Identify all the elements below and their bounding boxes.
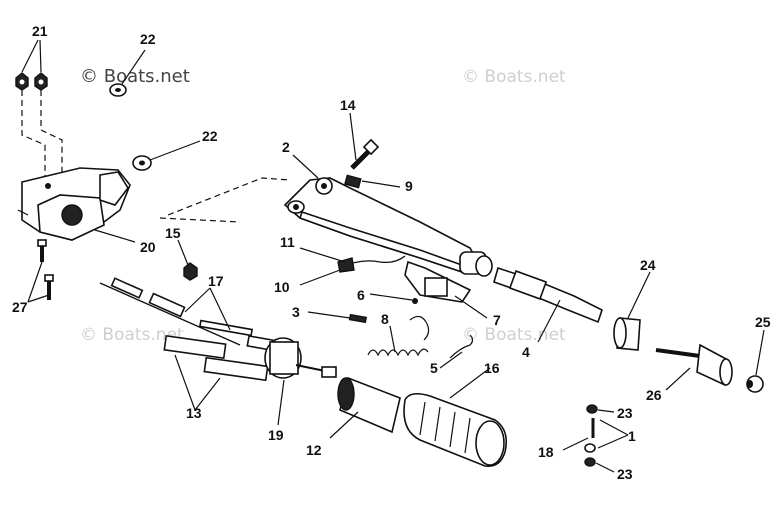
part-bracket-20 xyxy=(17,167,131,241)
watermark: © Boats.net xyxy=(80,325,184,345)
callout-label: 22 xyxy=(202,128,218,144)
callout-label: 2 xyxy=(282,139,290,155)
part-knob-26 xyxy=(655,343,733,387)
leader-lines xyxy=(21,39,765,473)
part-cap-25 xyxy=(746,375,764,393)
part-screw-27 xyxy=(37,239,54,300)
callout-label: 18 xyxy=(538,444,554,460)
callout-label: 23 xyxy=(617,405,633,421)
callout-label: 9 xyxy=(405,178,413,194)
watermark: © Boats.net xyxy=(462,67,566,87)
part-core-19 xyxy=(264,337,337,379)
part-shaft-4 xyxy=(493,266,603,324)
part-nut-15 xyxy=(183,262,198,281)
callout-label: 26 xyxy=(646,387,662,403)
callout-label: 8 xyxy=(381,311,389,327)
callout-label: 21 xyxy=(32,23,48,39)
part-tube-13 xyxy=(163,334,269,382)
callout-label: 13 xyxy=(186,405,202,421)
part-pin-3 xyxy=(348,313,368,324)
part-insert-12 xyxy=(337,376,401,434)
watermark: © Boats.net xyxy=(80,66,190,87)
callout-label: 25 xyxy=(755,314,771,330)
watermark: © Boats.net xyxy=(462,325,566,345)
part-tiller-arm-2 xyxy=(283,177,493,277)
part-bushing-24 xyxy=(613,317,641,351)
part-wire-5 xyxy=(449,334,474,359)
part-washer-22 xyxy=(109,83,152,171)
callout-label: 6 xyxy=(357,287,365,303)
callout-label: 4 xyxy=(522,344,530,360)
part-wire-10-11 xyxy=(337,255,406,273)
callout-label: 14 xyxy=(340,97,356,113)
callout-label: 10 xyxy=(274,279,290,295)
callout-label: 15 xyxy=(165,225,181,241)
callout-label: 22 xyxy=(140,31,156,47)
part-screw-14 xyxy=(350,138,380,170)
callout-label: 17 xyxy=(208,273,224,289)
callout-label: 5 xyxy=(430,360,438,376)
part-fitting-23-18 xyxy=(584,404,598,467)
callout-label: 1 xyxy=(628,428,636,444)
part-nut-9 xyxy=(344,174,362,189)
part-grip-16 xyxy=(403,392,508,468)
callout-label: 12 xyxy=(306,442,322,458)
callout-label: 19 xyxy=(268,427,284,443)
part-nut-21 xyxy=(15,72,48,91)
part-cable-17 xyxy=(99,277,274,351)
callout-label: 16 xyxy=(484,360,500,376)
callout-label: 27 xyxy=(12,299,28,315)
callout-label: 3 xyxy=(292,304,300,320)
part-bracket-6-7 xyxy=(404,260,472,304)
callout-label: 7 xyxy=(493,312,501,328)
callout-label: 23 xyxy=(617,466,633,482)
callout-label: 24 xyxy=(640,257,656,273)
part-spring-8 xyxy=(367,315,430,357)
callout-label: 20 xyxy=(140,239,156,255)
callout-label: 11 xyxy=(280,234,295,250)
